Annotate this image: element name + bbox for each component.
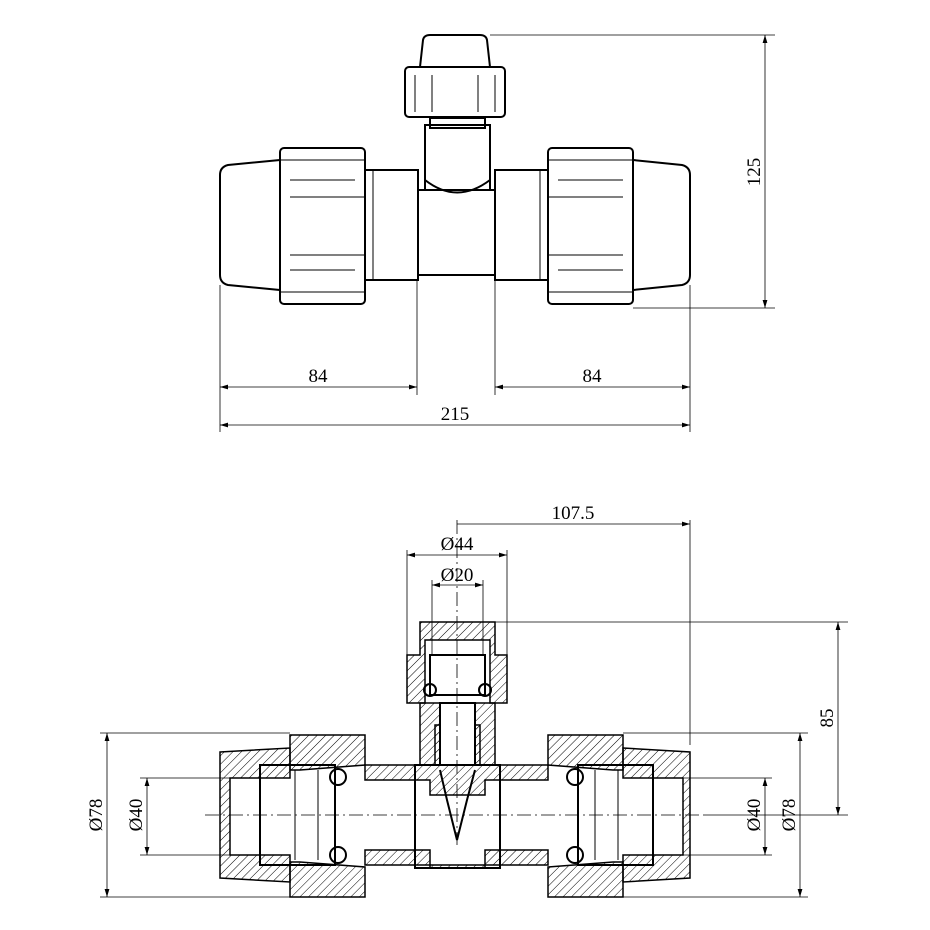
branch-nut: [404, 66, 506, 118]
left-nut-ribs: [280, 159, 365, 293]
total-length-dimension: 215: [441, 404, 470, 425]
branch-height-dimension: 85: [817, 709, 838, 728]
tee-body: [417, 189, 496, 276]
left-nut-section: [289, 734, 366, 898]
right-end-cap: [632, 158, 691, 292]
left-length-dimension: 84: [309, 366, 329, 387]
left-inner-diameter: Ø40: [126, 799, 147, 832]
top-view-tee: [219, 34, 691, 305]
section-view-tee: [205, 520, 705, 898]
branch-neck: [424, 124, 491, 194]
left-end-cap: [219, 158, 281, 292]
right-inner-diameter: Ø40: [744, 799, 765, 832]
branch-outer-diameter: Ø44: [441, 534, 474, 555]
height-dimension: 125: [744, 158, 765, 187]
right-outer-diameter: Ø78: [779, 799, 800, 832]
branch-inner-diameter: Ø20: [441, 565, 474, 586]
left-outer-diameter: Ø78: [86, 799, 107, 832]
branch-nut-section: [406, 621, 508, 704]
half-length-dimension: 107.5: [552, 503, 595, 524]
section-view-dimensions: 107.5 Ø44 Ø20 85 Ø78 Ø40 Ø40 Ø78: [86, 503, 848, 898]
right-nut-section: [547, 734, 624, 898]
branch-thread: [429, 117, 486, 129]
left-nut: [279, 147, 366, 305]
right-nut: [547, 147, 634, 305]
top-view-dimensions: 125 84 84 215: [219, 34, 775, 432]
branch-end-cap: [419, 34, 491, 68]
right-length-dimension: 84: [583, 366, 603, 387]
